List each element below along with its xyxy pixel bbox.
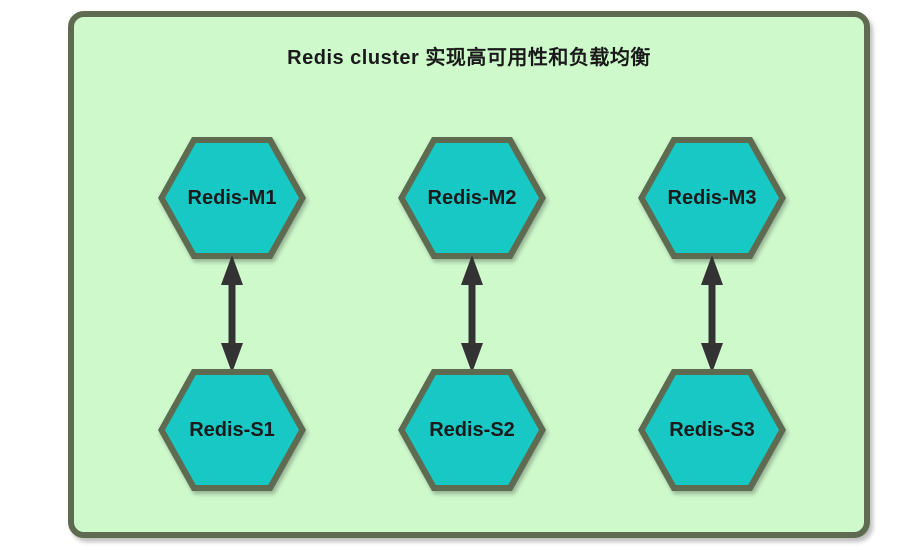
node-label: Redis-M3 [667, 186, 757, 209]
node-redis-m2: Redis-M2 [398, 137, 546, 259]
node-redis-s1: Redis-S1 [158, 369, 306, 491]
node-redis-s2: Redis-S2 [398, 369, 546, 491]
node-label: Redis-S2 [429, 418, 515, 441]
hexagon-fill [165, 375, 299, 485]
replication-arrow-1 [219, 255, 245, 373]
node-redis-m3: Redis-M3 [638, 137, 786, 259]
hexagon-fill [405, 375, 539, 485]
node-label: Redis-S3 [669, 418, 755, 441]
replication-arrow-3 [699, 255, 725, 373]
node-label: Redis-M2 [427, 186, 517, 209]
hexagon-fill [645, 143, 779, 253]
replication-arrow-2 [459, 255, 485, 373]
diagram-title: Redis cluster 实现高可用性和负载均衡 [287, 47, 651, 69]
node-redis-s3: Redis-S3 [638, 369, 786, 491]
node-redis-m1: Redis-M1 [158, 137, 306, 259]
node-label: Redis-M1 [187, 186, 277, 209]
hexagon-fill [645, 375, 779, 485]
hexagon-fill [165, 143, 299, 253]
hexagon-fill [405, 143, 539, 253]
node-label: Redis-S1 [189, 418, 275, 441]
